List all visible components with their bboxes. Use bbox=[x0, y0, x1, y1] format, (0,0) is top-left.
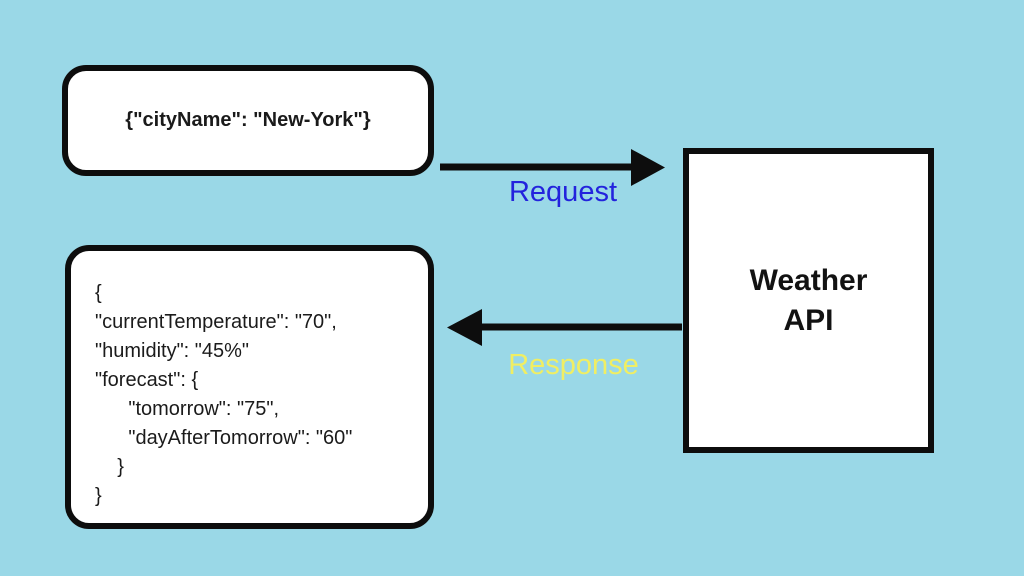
response-json-line: "humidity": "45%" bbox=[95, 340, 250, 362]
response-json-line: "forecast": { bbox=[95, 369, 199, 391]
weather-api-title-line2: API bbox=[783, 303, 834, 337]
response-json-line: "tomorrow": "75", bbox=[95, 398, 280, 420]
response-json-line: } bbox=[95, 456, 124, 478]
response-json-line: "dayAfterTomorrow": "60" bbox=[95, 427, 353, 449]
request-arrow-label: Request bbox=[508, 176, 617, 208]
response-json-line: "currentTemperature": "70", bbox=[95, 311, 337, 333]
request-arrow bbox=[440, 149, 665, 186]
weather-api-title-line1: Weather bbox=[749, 263, 868, 297]
response-json-line: { bbox=[95, 282, 102, 304]
response-payload-box: { "currentTemperature": "70", "humidity"… bbox=[65, 245, 434, 529]
request-payload-box: {"cityName": "New-York"} bbox=[62, 65, 434, 176]
response-json-line: } bbox=[95, 485, 102, 507]
request-payload-text: {"cityName": "New-York"} bbox=[125, 109, 371, 131]
response-arrow-label: Response bbox=[508, 349, 639, 381]
response-arrow bbox=[447, 309, 682, 346]
weather-api-box: Weather API bbox=[683, 148, 934, 453]
